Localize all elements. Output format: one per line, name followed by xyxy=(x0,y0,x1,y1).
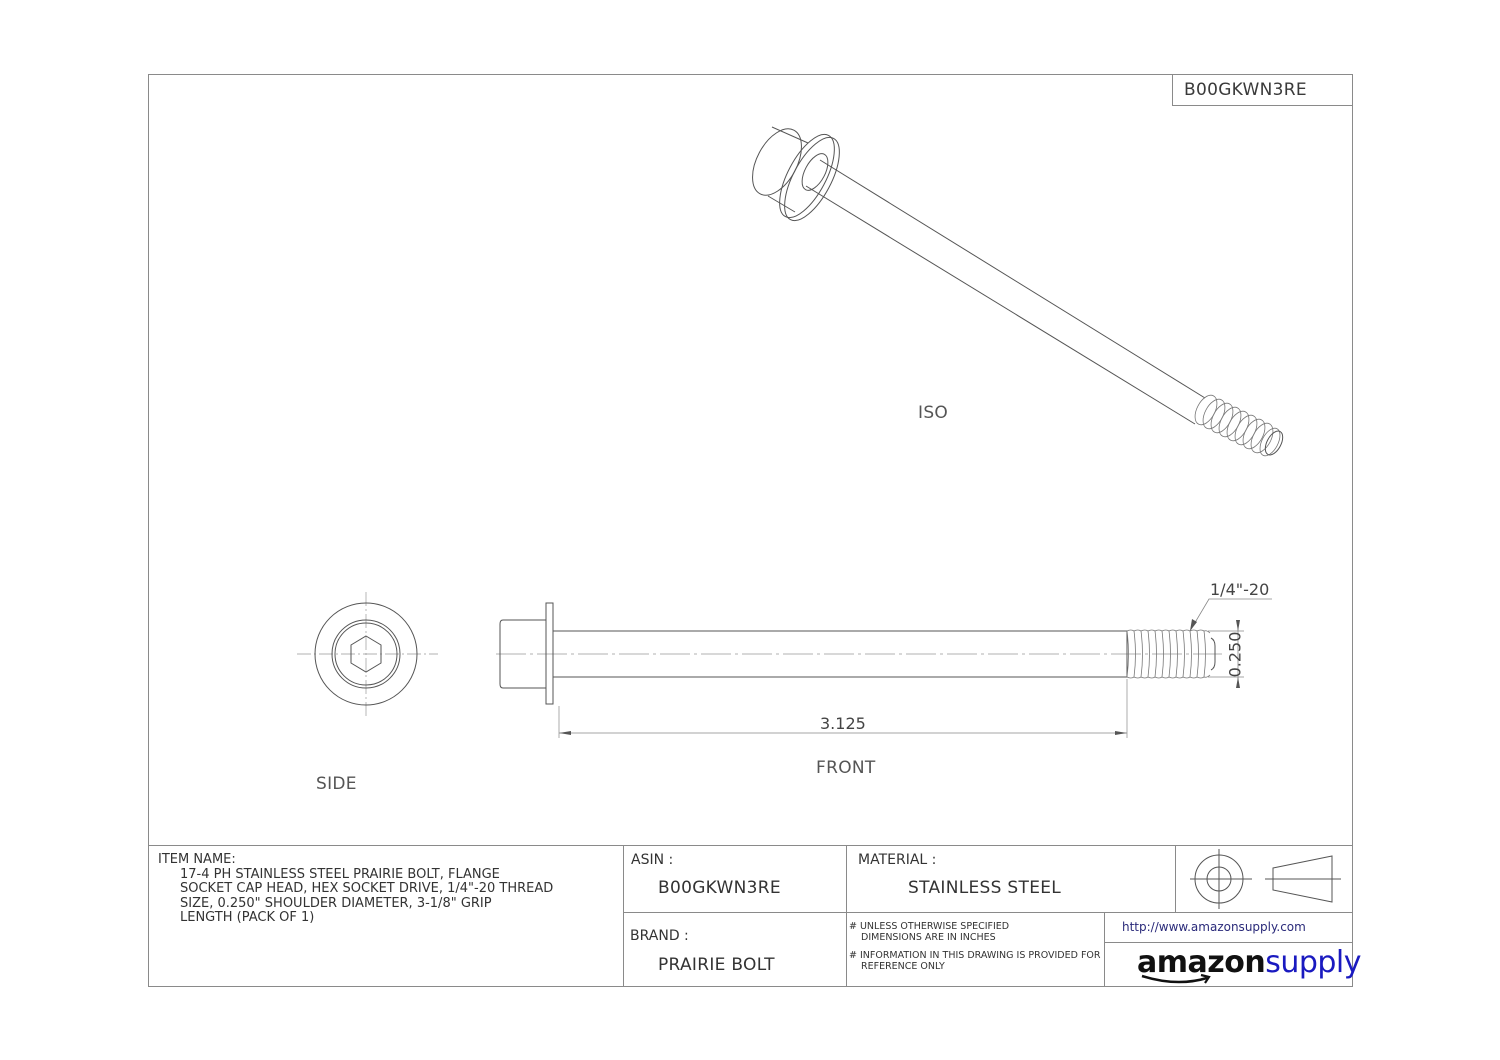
note-units: # UNLESS OTHERWISE SPECIFIED DIMENSIONS … xyxy=(849,921,1010,943)
grip-length-dimension: 3.125 xyxy=(820,714,866,733)
title-block: ITEM NAME: 17-4 PH STAINLESS STEEL PRAIR… xyxy=(148,845,1362,987)
brand-cell: BRAND : PRAIRIE BOLT xyxy=(623,912,847,987)
front-view-label: FRONT xyxy=(816,758,876,778)
iso-view-bolt xyxy=(752,126,1284,457)
part-id-box: B00GKWN3RE xyxy=(1172,74,1353,106)
thread-callout: 1/4"-20 xyxy=(1210,580,1270,599)
material-value: STAINLESS STEEL xyxy=(908,878,1062,898)
item-name-label: ITEM NAME: xyxy=(158,852,236,867)
asin-label: ASIN : xyxy=(631,852,674,868)
item-name-line: SIZE, 0.250" SHOULDER DIAMETER, 3-1/8" G… xyxy=(180,895,492,911)
note-reference: # INFORMATION IN THIS DRAWING IS PROVIDE… xyxy=(849,950,1101,972)
notes-cell: # UNLESS OTHERWISE SPECIFIED DIMENSIONS … xyxy=(846,912,1105,987)
asin-value: B00GKWN3RE xyxy=(658,878,781,898)
amazonsupply-logo: amazonsupply xyxy=(1137,945,1362,980)
third-angle-projection-icon xyxy=(1190,849,1341,909)
material-cell: MATERIAL : STAINLESS STEEL xyxy=(846,845,1176,913)
front-view-bolt xyxy=(496,598,1272,738)
item-name-line: LENGTH (PACK OF 1) xyxy=(180,910,315,925)
iso-view-label: ISO xyxy=(918,403,949,423)
item-name-line: SOCKET CAP HEAD, HEX SOCKET DRIVE, 1/4"-… xyxy=(180,881,554,896)
shoulder-diameter-dimension: 0.250 xyxy=(1225,631,1245,678)
side-view-label: SIDE xyxy=(316,774,357,794)
projection-symbol-cell xyxy=(1175,845,1353,913)
part-id: B00GKWN3RE xyxy=(1184,80,1307,100)
website-link[interactable]: http://www.amazonsupply.com xyxy=(1122,920,1306,934)
logo-cell: amazonsupply xyxy=(1104,942,1362,987)
item-name-cell: ITEM NAME: 17-4 PH STAINLESS STEEL PRAIR… xyxy=(148,845,624,987)
side-view-bolt-head xyxy=(297,592,438,716)
asin-cell: ASIN : B00GKWN3RE xyxy=(623,845,847,913)
brand-label: BRAND : xyxy=(630,928,689,944)
item-name-line: 17-4 PH STAINLESS STEEL PRAIRIE BOLT, FL… xyxy=(180,866,500,882)
url-cell: http://www.amazonsupply.com xyxy=(1104,912,1353,943)
material-label: MATERIAL : xyxy=(858,852,937,868)
logo-supply-text: supply xyxy=(1265,945,1362,980)
amazon-smile-arrow-icon xyxy=(1141,973,1211,984)
brand-value: PRAIRIE BOLT xyxy=(658,955,775,975)
